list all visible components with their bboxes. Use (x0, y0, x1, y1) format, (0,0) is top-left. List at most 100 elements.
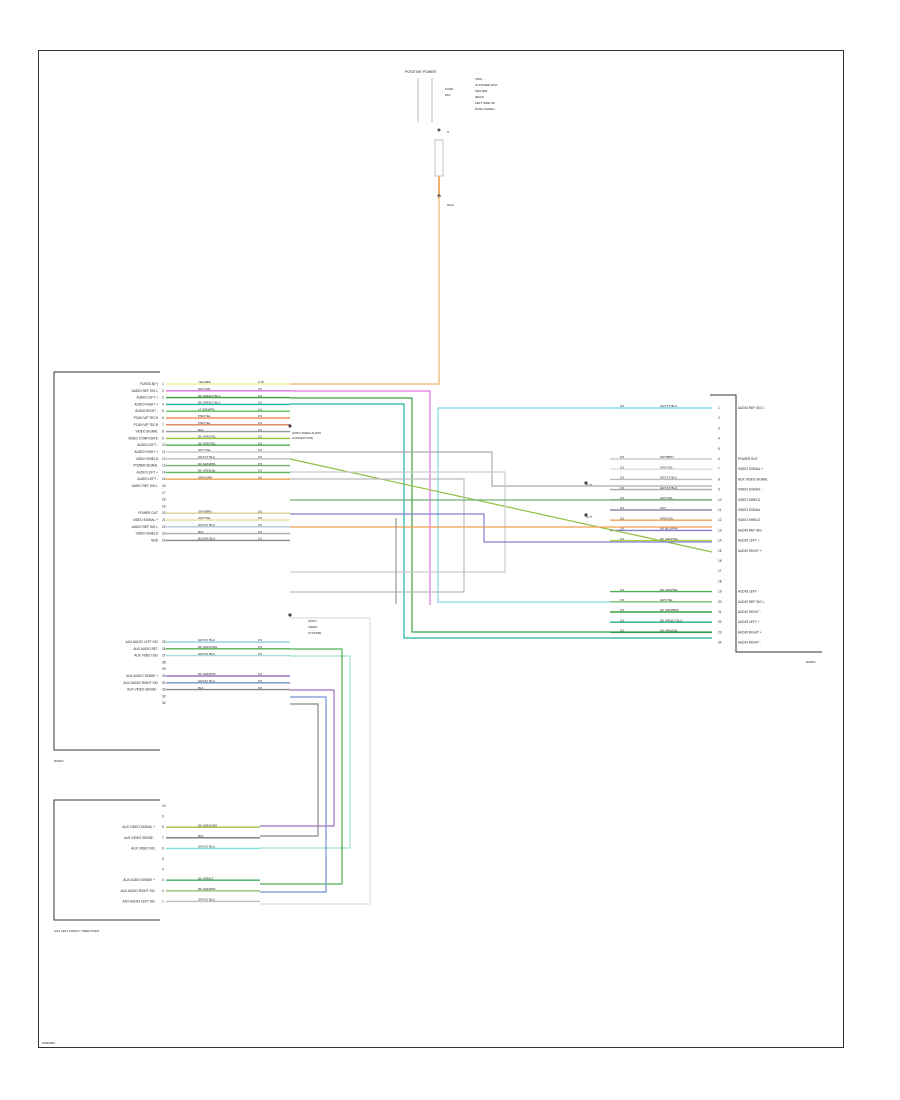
pin-number: 7 (718, 467, 720, 471)
pin-number: 7 (162, 836, 164, 840)
wire-gauge: 0.5 (258, 407, 263, 411)
pin-number: 23 (162, 532, 166, 536)
wire-color-code: DK GRN/BRN (660, 608, 679, 612)
note-1: (WITH VIDEO AUDIO (292, 431, 322, 435)
fuse-note-2: IN POWER DIST (475, 83, 498, 87)
pin-label: AUDIO LEFT - (738, 590, 759, 594)
pin-number: 20 (162, 511, 166, 515)
pin-label: AUX VIDEO SIG (134, 654, 158, 658)
pin-number: 5 (162, 857, 164, 861)
pin-row: 5 (718, 447, 720, 451)
pin-number: 26 (162, 647, 166, 651)
pin-label: AUDIO RIGHT + (738, 630, 762, 634)
pin-label: AUX AUDIO LEFT SIG (126, 640, 159, 644)
pin-row: 3 (718, 426, 720, 430)
pin-number: 2 (162, 389, 164, 393)
wire-gauge: 0.5 (258, 441, 263, 445)
pin-label: VIDEO SHIELD (136, 457, 159, 461)
pin-label: AUDIO LEFT + (137, 396, 159, 400)
wire-color-code: GRY/LT BLU (198, 638, 215, 642)
pin-label: PCAN VIP TECH (134, 423, 159, 427)
pin-number: 27 (162, 654, 166, 658)
fuse-block-title: POSITIVE POWER (405, 70, 437, 74)
pin-row: 5 (162, 857, 164, 861)
wire-color-code: BLK (198, 834, 204, 838)
pin-number: 10 (162, 443, 166, 447)
wire-route (290, 196, 440, 385)
fuse-label: FUSE (445, 87, 453, 91)
pin-label: AUX VIDEO SIGNAL (738, 477, 768, 481)
wire-color-code: YEL/RED (198, 380, 212, 384)
pin-row: 2 (718, 416, 720, 420)
pin-number: 10 (718, 498, 722, 502)
wire-route (290, 513, 712, 543)
pin-number: 24 (718, 641, 722, 645)
wire-color-code: DK GRN/YEL (198, 435, 217, 439)
pin-label: AUDIO RIGHT + (738, 549, 762, 553)
wire-gauge: 0.5 (258, 475, 263, 479)
wire-route (290, 478, 465, 593)
pin-number: 9 (162, 815, 164, 819)
pin-label: AUX VIDEO SIG (131, 846, 155, 850)
wire-color-code: GRY/LT BLU (198, 679, 215, 683)
pin-label: AUDIO RIGHT + (134, 402, 158, 406)
pin-number: 33 (162, 694, 166, 698)
wire-gauge: 0.5 (620, 516, 625, 520)
radio-right-footer: RADIO (806, 660, 816, 664)
pin-row: 28 (162, 660, 166, 664)
pin-number: 20 (718, 600, 722, 604)
wire-route (290, 403, 712, 639)
splice-label: S101 (447, 203, 454, 207)
wire-gauge: 0.5 (258, 394, 263, 398)
wires (260, 196, 713, 905)
pin-label: AUDIO LEFT - (137, 477, 158, 481)
fuse-note-6: DASH PANEL) (475, 107, 495, 111)
pin-row: 17 (718, 569, 722, 573)
wire-gauge: 0.5 (258, 686, 263, 690)
wire-gauge: 0.5 (258, 387, 263, 391)
pin-label: AUDIO RIGHT - (135, 409, 158, 413)
right-splice-tag-2: S-?? (586, 515, 593, 519)
fuse-note-1: (IGN) ... (475, 77, 486, 81)
pin-number: 34 (162, 701, 166, 705)
pin-label: GND (151, 538, 159, 542)
splice-dot (584, 513, 588, 517)
pin-label: AUX VIDEO SIGNAL + (122, 825, 155, 829)
pin-number: 11 (162, 450, 166, 454)
wire-color-code: GRY/LT BLU (198, 523, 215, 527)
pin-row: 19 (162, 504, 166, 508)
wire-gauge: 0.5 (258, 448, 263, 452)
pin-number: 4 (718, 437, 720, 441)
wire-color-code: BLK (198, 686, 204, 690)
wire-color-code: DK GRN/YEL (660, 537, 679, 541)
wire-gauge: 0.5 (620, 455, 625, 459)
pin-number: 15 (718, 549, 722, 553)
wire-color-code: DK GRN/ORG (198, 645, 218, 649)
wire-route (260, 696, 327, 893)
wire-color-code: GRY (660, 506, 666, 510)
pin-number: 1 (162, 899, 164, 903)
pin-number: 8 (718, 477, 720, 481)
pin-row: 18 (718, 579, 722, 583)
pin-number: 3 (718, 426, 720, 430)
pin-number: 9 (718, 488, 720, 492)
wire-color-code: DK GRN/PPL (198, 462, 217, 466)
pin-number: 17 (718, 569, 722, 573)
pin-number: 29 (162, 667, 166, 671)
pin-number: 19 (162, 504, 166, 508)
wire-gauge: 0.5 (258, 428, 263, 432)
wire-color-code: DK GRN/LBL (660, 629, 678, 633)
wire-color-code: PNK/YEL (198, 414, 211, 418)
wire-color-code: GRY/LT BLU (198, 898, 215, 902)
wire-gauge: 0.5 (620, 608, 625, 612)
